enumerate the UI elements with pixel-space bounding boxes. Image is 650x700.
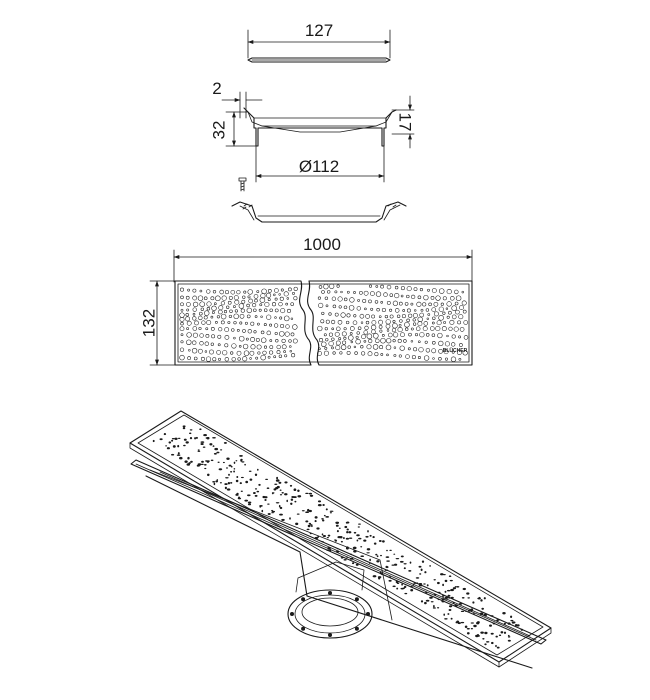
wall-thickness-label: 2 [212,79,221,98]
isometric-grate [129,410,552,668]
outlet-diameter-label: Ø112 [299,157,339,176]
flange-height-label: 17 [396,113,415,132]
isometric-view [129,410,552,669]
grate-width-label: 132 [139,309,158,337]
cover-plate-profile: 127 [247,21,391,63]
isometric-channel-body [130,459,547,669]
screw-icon [238,177,247,192]
grate-inner-frame [177,283,470,363]
outlet-body-section: 2 32 17 Ø112 [209,79,415,192]
base-ring-section [231,201,407,223]
brand-mark: BLÜCHER [443,347,468,354]
total-height-label: 32 [209,121,228,140]
grate-top-view: 1000 132 BLÜCHER [139,235,473,366]
grate-hole-pattern [179,283,469,362]
length-label: 1000 [303,235,341,254]
cover-width-label: 127 [305,21,333,40]
